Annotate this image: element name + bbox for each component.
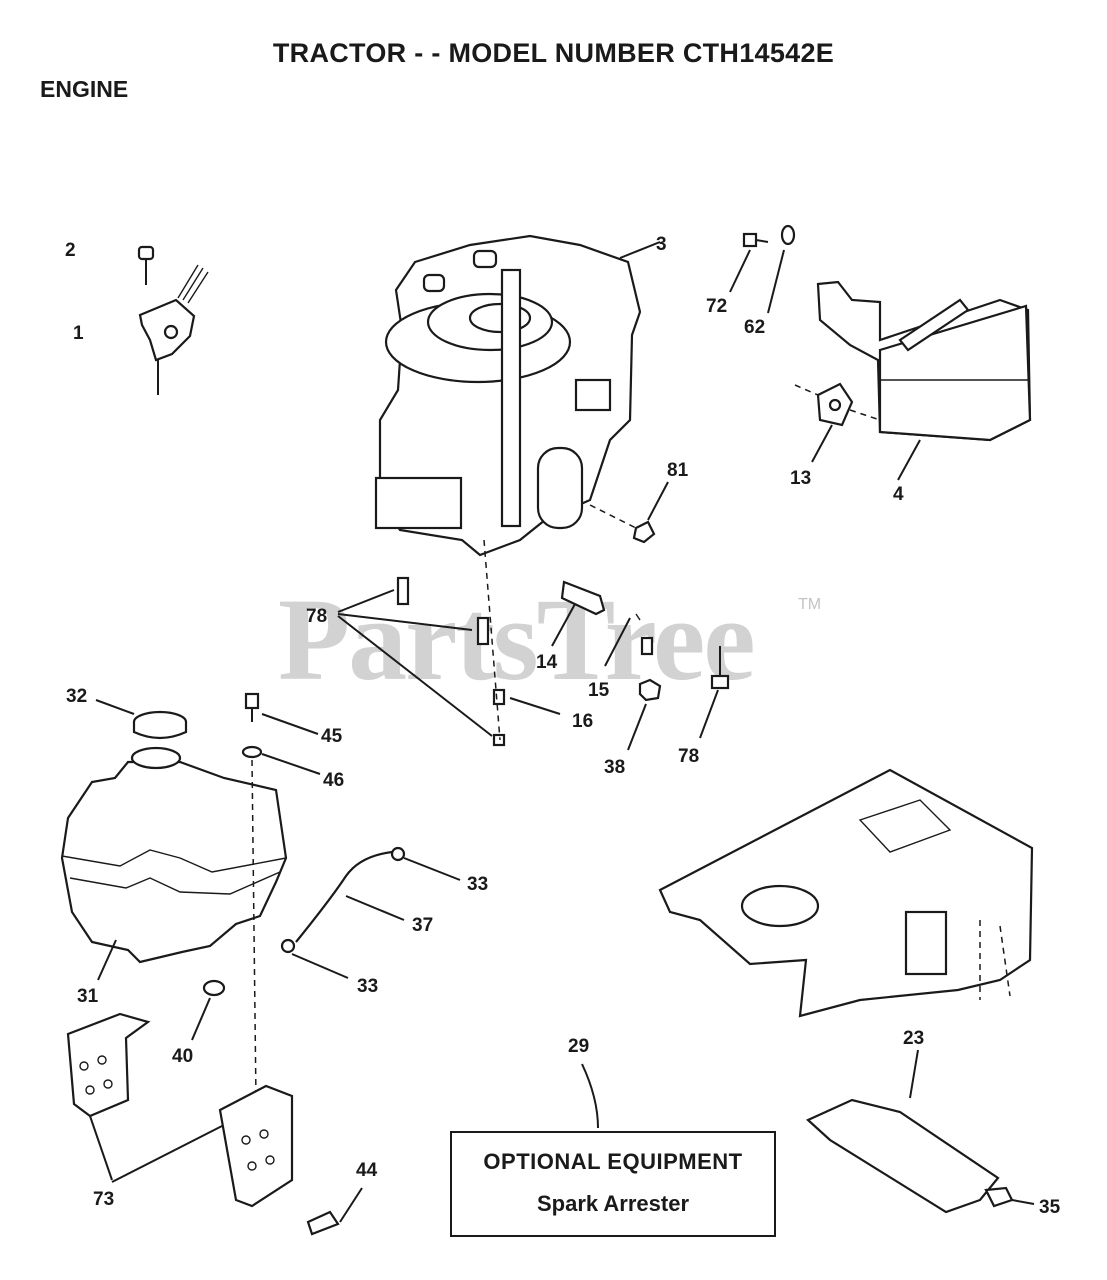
watermark: PartsTree	[278, 574, 756, 705]
part-38-nut	[627, 636, 662, 751]
frame-plate	[658, 768, 1034, 1018]
part-31-fuel-tank	[60, 746, 288, 981]
part-15-pin	[604, 613, 641, 667]
callout-13: 13	[790, 468, 811, 489]
callout-40: 40	[172, 1046, 193, 1067]
callout-4: 4	[893, 484, 904, 505]
callout-62: 62	[744, 317, 765, 338]
callout-32: 32	[66, 686, 87, 707]
part-73-brackets	[66, 1012, 294, 1208]
optional-equipment-heading: OPTIONAL EQUIPMENT	[483, 1149, 743, 1174]
part-4-muffler	[816, 280, 1032, 481]
part-46-washer	[241, 745, 321, 1101]
watermark-trademark: TM	[798, 596, 822, 613]
callout-81: 81	[667, 460, 689, 481]
optional-equipment-box: OPTIONAL EQUIPMENT Spark Arrester	[450, 1131, 776, 1237]
callout-73: 73	[93, 1189, 114, 1210]
callout-45: 45	[321, 726, 343, 747]
part-78-bolt-right	[699, 646, 730, 739]
callout-29: 29	[568, 1036, 589, 1057]
part-1-throttle-bracket	[138, 264, 209, 395]
part-40-spacer	[191, 979, 226, 1041]
part-29-leader	[581, 1063, 599, 1129]
callout-1: 1	[73, 323, 84, 344]
callout-46: 46	[323, 770, 344, 791]
part-3-engine	[374, 234, 661, 557]
page-title: TRACTOR - - MODEL NUMBER CTH14542E	[272, 38, 835, 68]
part-62-washer	[767, 224, 796, 314]
spark-arrester-label: Spark Arrester	[536, 1191, 690, 1216]
callout-23: 23	[903, 1028, 924, 1049]
callout-78-right: 78	[678, 746, 699, 767]
callout-2: 2	[65, 240, 76, 261]
callout-37: 37	[412, 915, 433, 936]
callout-31: 31	[77, 986, 99, 1007]
part-44-bolt	[306, 1187, 363, 1236]
part-33-clamps	[280, 846, 461, 979]
part-14-spacer	[551, 580, 606, 647]
part-13-gasket	[794, 382, 881, 463]
part-16-washer	[509, 697, 561, 715]
callout-15: 15	[588, 680, 610, 701]
part-32-fuel-cap	[95, 699, 188, 740]
part-23-heat-shield	[806, 1049, 1000, 1214]
part-72-bolt	[729, 232, 769, 293]
callout-72: 72	[706, 296, 727, 317]
section-heading: ENGINE	[40, 76, 129, 102]
part-2-screw	[137, 245, 155, 285]
part-78-bolts	[337, 539, 506, 747]
callout-3: 3	[656, 234, 667, 255]
part-45-screw	[244, 692, 319, 735]
callout-14: 14	[536, 652, 558, 673]
callout-35: 35	[1039, 1197, 1061, 1218]
callout-33-top: 33	[467, 874, 488, 895]
callout-44: 44	[356, 1160, 378, 1181]
callout-78-left: 78	[306, 606, 327, 627]
part-37-fuel-line	[295, 850, 405, 943]
callout-33-bottom: 33	[357, 976, 378, 997]
callout-38: 38	[604, 757, 625, 778]
part-81-nut	[589, 481, 669, 544]
part-35-screw	[984, 1186, 1035, 1208]
callout-16: 16	[572, 711, 593, 732]
